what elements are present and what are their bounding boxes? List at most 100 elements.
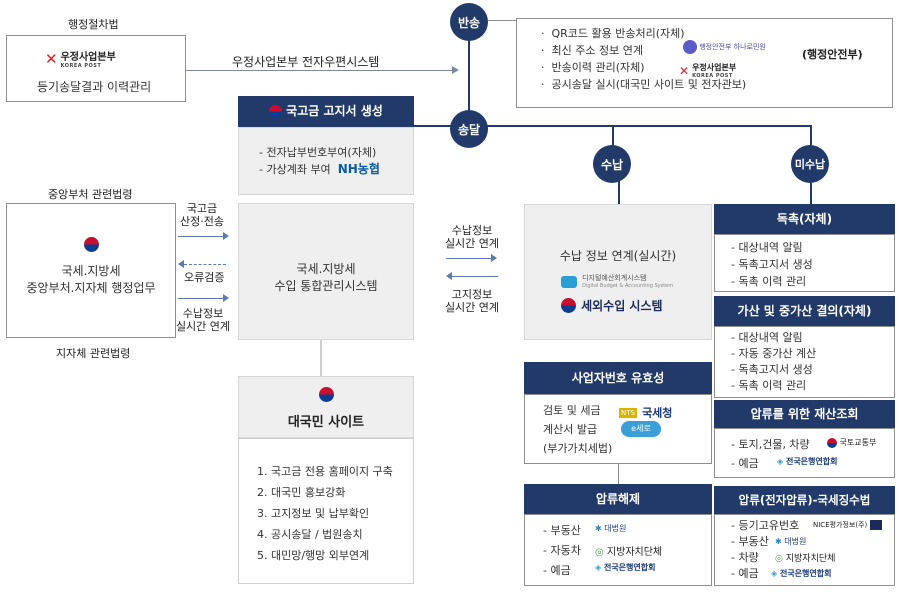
bank-federation-logo-text: 전국은행연합회 [603, 563, 656, 572]
surcharge-body: - 대상내역 알림 - 자동 중가산 계산 - 독촉고지서 생성 - 독촉 이력… [714, 326, 895, 398]
send-circle: 송달 [450, 110, 488, 148]
seizure-cancel-item: - 자동차 [543, 544, 581, 557]
surcharge-item: - 독촉고지서 생성 [731, 363, 813, 376]
nice-logo-icon [869, 520, 882, 530]
eseizure-item: - 차량 [731, 551, 759, 564]
surcharge-item: - 자동 중가산 계산 [731, 347, 817, 360]
molit-logo-text: 국토교통부 [839, 438, 877, 447]
demand-body: - 대상내역 알림 - 독촉고지서 생성 - 독촉 이력 관리 [714, 234, 895, 292]
arrow-right-1 [178, 236, 224, 237]
nice-logo-text: NICE평가정보(주) [813, 521, 868, 529]
arrow-head-left-dashed [178, 260, 184, 268]
korea-post-logo-text: 우정사업본부 [60, 52, 116, 63]
bank-federation-logo: ◈ 전국은행연합회 [595, 562, 655, 573]
property-header: 압류를 위한 재산조회 [714, 400, 895, 428]
arrow-left-notice [452, 276, 498, 277]
eseizure-bank-logo: ◈ 전국은행연합회 [771, 568, 831, 579]
hana-logo-text: 행정안전부 하나로민원 [699, 43, 766, 51]
eseizure-items: - 등기고유번호 - 부동산 - 차량 - 예금 [731, 518, 799, 582]
sewoe-logo: 세외수입 시스템 [561, 295, 663, 314]
eseizure-court-logo: ✱ 대법원 [775, 536, 806, 547]
nts-logo-text: 국세청 [642, 406, 673, 420]
korea-post-mark-icon: ✕ [45, 49, 58, 68]
property-body: - 토지,건물, 차량 - 예금 국토교통부 ◈ 전국은행연합회 [714, 428, 895, 478]
return-item: · 공시송달 실시(대국민 사이트 및 전자관보) [541, 78, 747, 91]
nts-mark: NTS [619, 407, 637, 418]
seizure-cancel-body: - 부동산 - 자동차 - 예금 ✱ 대법원 ◎ 지방자치단체 ◈ 전국은행연합… [524, 514, 712, 586]
central-text-2: 중앙부처.지자체 행정업무 [26, 281, 156, 295]
court-logo-icon: ✱ [775, 537, 782, 546]
portal-name: 대국민 사이트 [287, 415, 365, 430]
eseizure-header: 압류(전자압류)-국세징수법 [714, 486, 895, 514]
payment-to-box-line [618, 180, 620, 204]
dbrain-logo-text: 디지털예산회계시스템 [582, 273, 647, 282]
property-item: - 토지,건물, 차량 [731, 438, 810, 451]
demand-item: - 독촉 이력 관리 [731, 275, 807, 288]
return-item: · 반송이력 관리(자체) [541, 61, 645, 74]
korea-post-mark-icon: ✕ [679, 63, 690, 78]
property-bank-logo: ◈ 전국은행연합회 [777, 456, 837, 467]
local-gov-logo-icon: ◎ [775, 554, 783, 564]
portal-item: 3. 고지정보 및 납부확인 [257, 507, 370, 520]
government-emblem-icon [84, 237, 99, 252]
central-law-label: 중앙부처 관련법령 [48, 188, 133, 201]
government-emblem-icon [269, 105, 283, 118]
demand-item: - 독촉고지서 생성 [731, 258, 813, 271]
payment-title: 수납 정보 연계(실시간) [559, 249, 677, 263]
seizure-cancel-header: 압류해제 [524, 484, 712, 514]
demand-item: - 대상내역 알림 [731, 241, 803, 254]
portal-items: 1. 국고금 전용 홈페이지 구축 2. 대국민 홍보강화 3. 고지정보 및 … [257, 461, 393, 566]
portal-connector-line [320, 340, 322, 376]
government-emblem-icon [561, 298, 576, 313]
court-logo: ✱ 대법원 [595, 523, 626, 534]
portal-item: 4. 공시송달 / 법원송치 [257, 528, 363, 541]
arrow-head-right-payment [491, 254, 497, 262]
return-box: · QR코드 활용 반송처리(자체) · 최신 주소 정보 연계 · 반송이력 … [516, 18, 893, 108]
property-items: - 토지,건물, 차량 - 예금 [731, 435, 810, 473]
unpaid-to-box-line [810, 180, 812, 204]
notice-header: 국고금 고지서 생성 [238, 96, 414, 127]
integrated-system-box: 국세.지방세 수입 통합관리시스템 [238, 203, 414, 340]
eseizure-item: - 예금 [731, 567, 759, 580]
estat-logo: e세로 [621, 421, 661, 437]
bizno-items: 검토 및 세금 계산서 발급 (부가가치세법) [543, 401, 612, 458]
court-logo-text: 대법원 [784, 537, 807, 546]
estat-logo-text: e세로 [631, 424, 651, 433]
local-gov-logo-text: 지방자치단체 [606, 547, 663, 558]
return-item: · QR코드 활용 반송처리(자체) [541, 27, 685, 40]
send-horizontal-line [390, 125, 810, 127]
demand-header: 독촉(자체) [714, 204, 895, 234]
integrated-text-1: 국세.지방세 [296, 262, 356, 276]
unpaid-circle: 미수납 [791, 145, 829, 183]
bizno-connector-line [618, 464, 619, 484]
local-gov-logo-icon: ◎ [595, 547, 604, 558]
dbrain-logo-icon [561, 275, 577, 288]
arrow-head-right-2 [223, 294, 229, 302]
return-vertical-line [468, 30, 470, 125]
notice-items: - 전자납부번호부여(자체) - 가상계좌 부여 NH농협 [259, 144, 380, 178]
property-item: - 예금 [731, 457, 759, 470]
central-box: 국세.지방세 중앙부처.지자체 행정업무 [6, 203, 176, 338]
registry-result-text: 등기송달결과 이력관리 [37, 80, 152, 94]
return-circle: 반송 [450, 3, 488, 41]
korea-post-logo-en: KOREA POST [60, 63, 102, 69]
bizno-item: 검토 및 세금 [543, 404, 601, 417]
demand-items: - 대상내역 알림 - 독촉고지서 생성 - 독촉 이력 관리 [731, 239, 813, 290]
mois-label: (행정안전부) [802, 48, 863, 61]
bank-federation-logo-text: 전국은행연합회 [785, 457, 838, 466]
bank-federation-logo-text: 전국은행연합회 [779, 569, 832, 578]
surcharge-item: - 대상내역 알림 [731, 331, 803, 344]
bank-federation-logo-icon: ◈ [777, 457, 784, 466]
epost-arrow-head [452, 66, 459, 74]
dbrain-logo-en: Digital Budget & Accounting System [582, 282, 674, 289]
admin-procedure-law-label: 행정절차법 [68, 18, 119, 31]
portal-header-box: 대국민 사이트 [238, 376, 414, 438]
payment-circle: 수납 [593, 145, 631, 183]
